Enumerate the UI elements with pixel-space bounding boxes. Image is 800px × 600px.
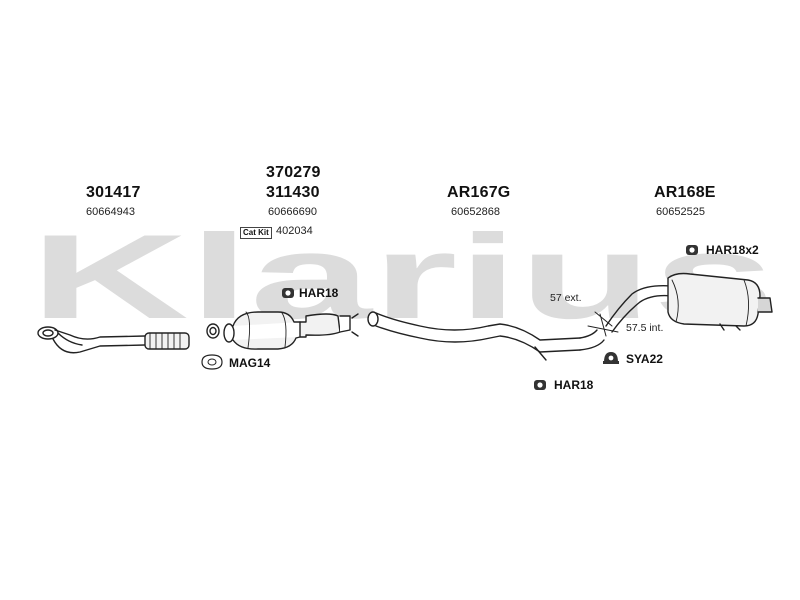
catalyst-part-number: 311430 — [266, 184, 320, 201]
catkit-number: 402034 — [276, 225, 313, 237]
middle-pipe-ref-number: 60652868 — [451, 206, 500, 218]
har18-lower-label: HAR18 — [554, 378, 594, 392]
mag14-label: MAG14 — [229, 356, 271, 370]
rear-silencer-part-number: AR168E — [654, 184, 716, 201]
catkit-badge: Cat Kit — [240, 227, 272, 239]
rear-silencer-ref-number: 60652525 — [656, 206, 705, 218]
middle-pipe — [367, 311, 605, 361]
har18x2-label: HAR18x2 — [706, 243, 759, 257]
catalyst-ref-number: 60666690 — [268, 206, 317, 218]
dimension-int-label: 57.5 int. — [626, 322, 664, 334]
dimension-ext-label: 57 ext. — [550, 292, 582, 304]
har18-upper-label: HAR18 — [299, 286, 339, 300]
front-pipe-ref-number: 60664943 — [86, 206, 135, 218]
catalyst — [223, 311, 359, 350]
catalyst-part-number-top: 370279 — [266, 164, 321, 181]
gasket-front — [206, 323, 220, 339]
rubber-hanger-icon — [686, 245, 698, 255]
front-pipe — [37, 326, 190, 354]
flange-gasket-icon — [201, 354, 223, 370]
rear-silencer — [605, 272, 773, 333]
sya22-label: SYA22 — [626, 352, 663, 366]
exhaust-clamp-icon — [603, 352, 619, 364]
rubber-hanger-icon — [282, 288, 294, 298]
front-pipe-part-number: 301417 — [86, 184, 141, 201]
rubber-hanger-icon — [534, 380, 546, 390]
middle-pipe-part-number: AR167G — [447, 184, 511, 201]
